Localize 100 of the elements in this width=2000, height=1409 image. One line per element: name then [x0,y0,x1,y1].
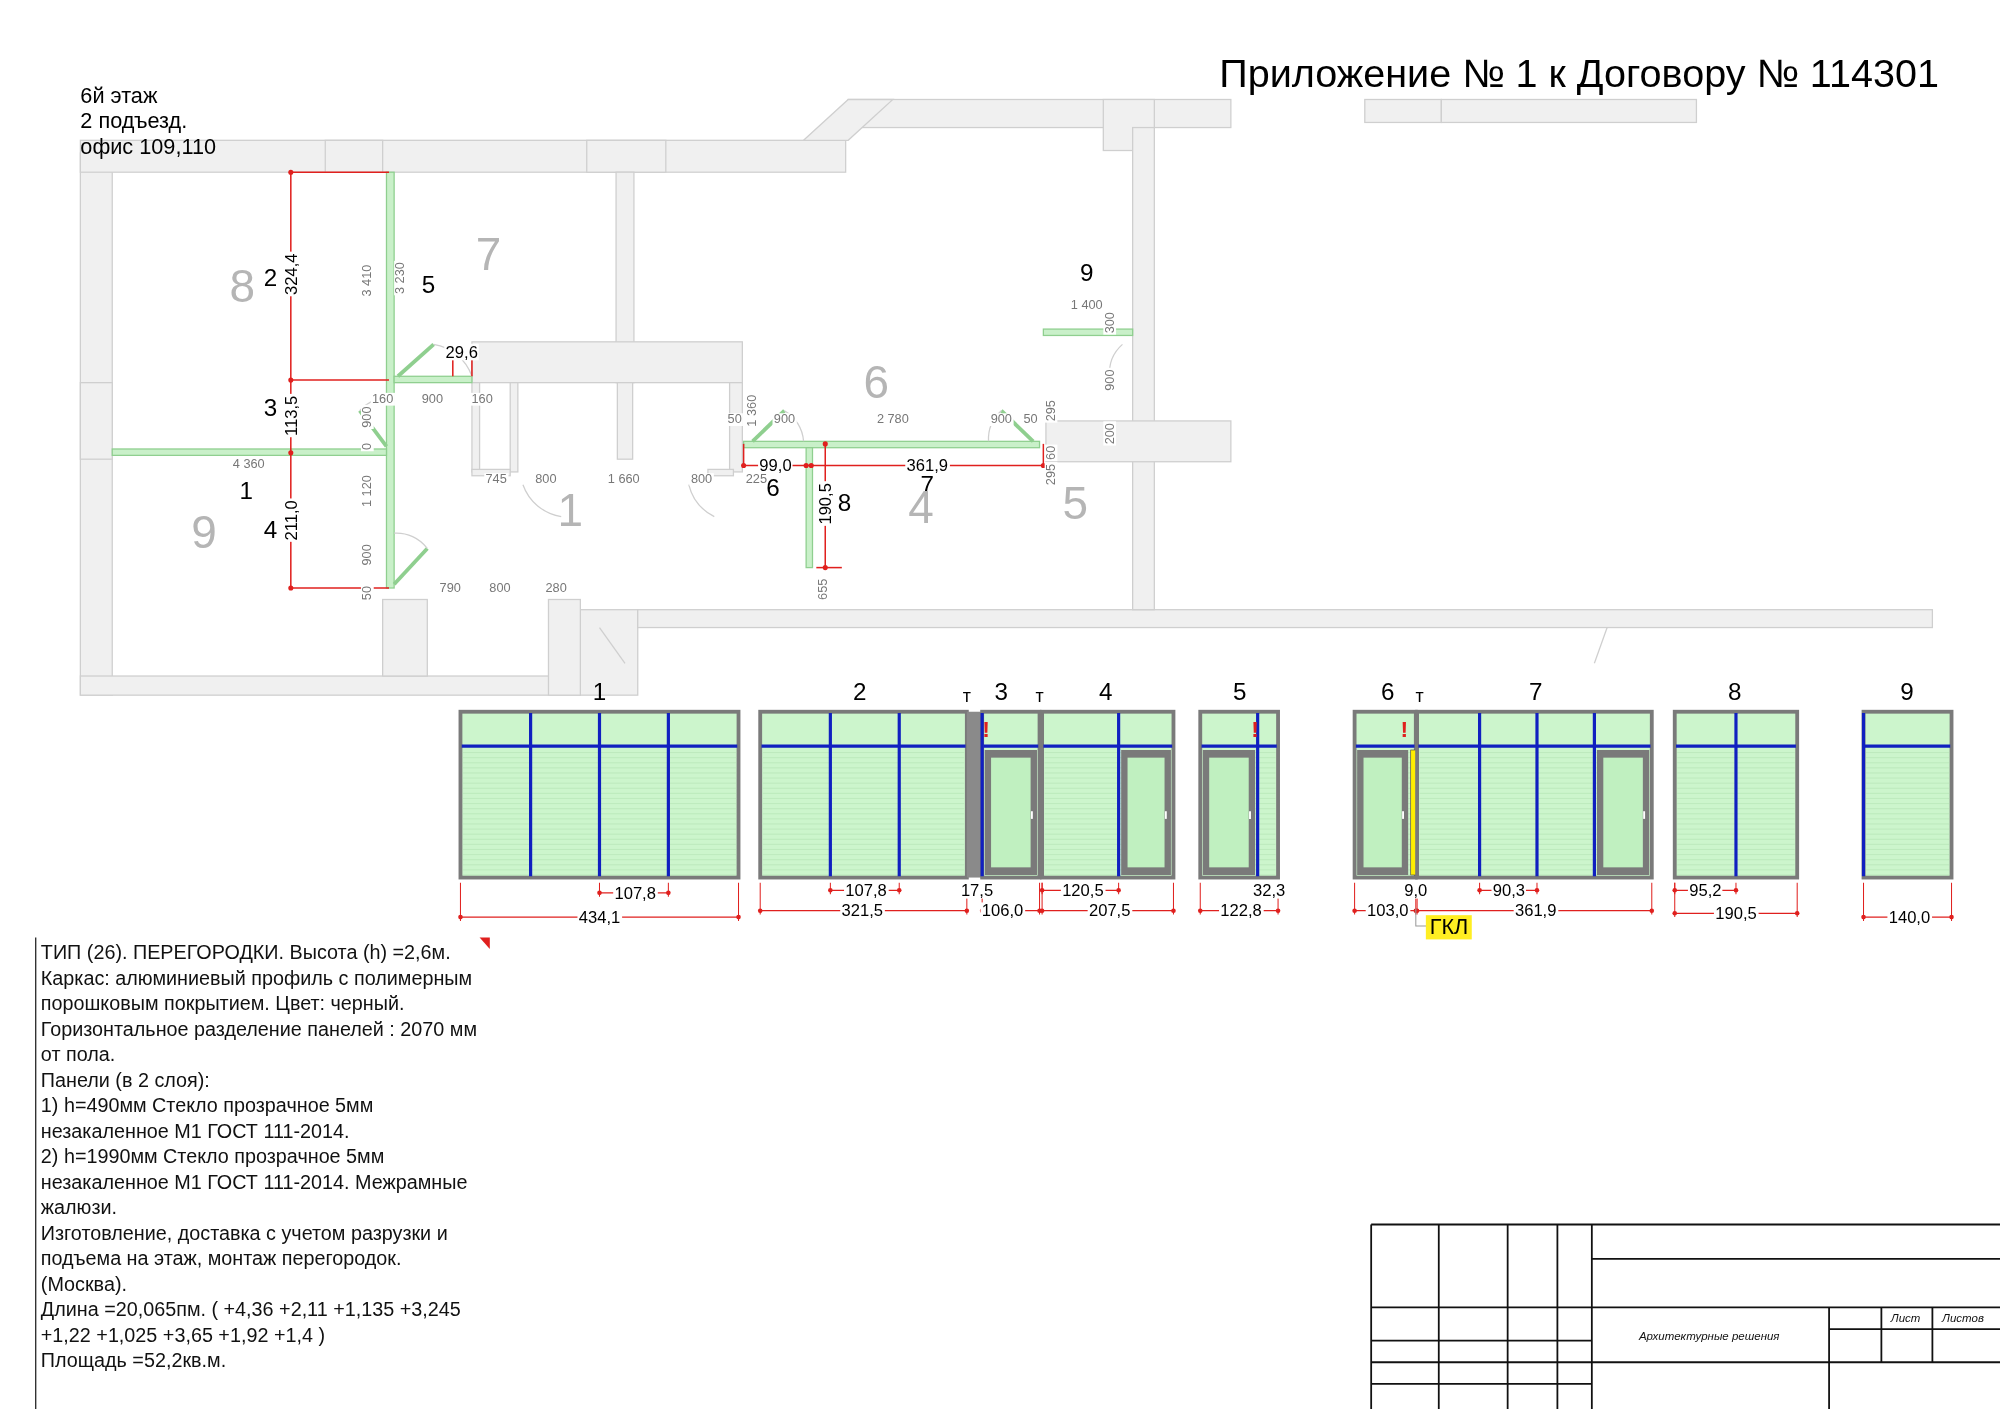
dimension-text: 280 [544,581,569,595]
note-text: 1) h=490мм Стекло прозрачное 5мм незакаленное М1 ГОСТ 111-2014. [40,1093,375,1144]
callout-number: 5 [421,272,436,297]
elevation-number: 1 [592,679,607,704]
dimension-value: 103,0 [1365,902,1410,919]
sheet-title: Приложение № 1 к Договору № 114301 [1219,54,1939,94]
elevation-number: 9 [1900,679,1914,704]
dimension-value: 113,5 [282,394,300,438]
note-text: Каркас: алюминиевый профиль с полимерным порошковым покрытием. Цвет: черный. [40,965,474,1017]
callout-number: 2 [263,265,278,291]
callout-number: 8 [837,490,852,515]
note-text: Площадь =52,2кв.м. [40,1348,228,1374]
dimension-text: 160 [470,392,495,406]
note-text: 2) h=1990мм Стекло прозрачное 5мм незакаленное М1 ГОСТ 111-2014. Межрамные жалюзи. [40,1144,469,1221]
dimension-value: 29,6 [444,343,480,361]
dimension-value: 107,8 [613,884,658,902]
dimension-text: 900 [989,413,1014,426]
post-mark: т [962,686,971,705]
dimension-text: 3 410 [360,263,374,298]
dimension-text: 1 660 [606,473,641,486]
material-tag: ГКЛ [1425,915,1473,940]
dimension-text: 655 [816,577,830,602]
dimension-text: 50 [360,584,374,602]
callout-number: 9 [1080,260,1094,286]
dimension-text: 800 [534,473,558,486]
title-block-text: Архитектурные решения [1638,1331,1780,1343]
title-block-text: Лист [1890,1313,1921,1325]
elevation-number: 3 [994,679,1008,704]
dimension-text: 800 [689,473,714,486]
dimension-value: 324,4 [282,252,300,297]
dimension-text: 300 [1103,310,1117,335]
room-number: 7 [475,232,502,279]
dimension-value: 140,0 [1887,908,1932,926]
dimension-value: 361,9 [1513,902,1558,919]
header-text: 6й этаж [80,84,158,107]
post-mark: т [1035,686,1044,705]
dimension-text: 2 780 [875,413,911,426]
dimension-text: 200 [1103,421,1117,446]
dimension-value: 122,8 [1219,902,1264,919]
room-number: 1 [557,487,583,534]
elevation-number: 7 [1528,679,1543,704]
warning-mark: ! [1251,718,1259,742]
dimension-value: 361,9 [905,457,950,474]
dimension-text: 1 120 [360,473,374,509]
dimension-text: 800 [488,581,512,595]
callout-number: 3 [263,396,278,421]
callout-number: 1 [239,478,253,504]
dimension-value: 207,5 [1087,902,1132,919]
dimension-value: 32,3 [1251,882,1287,899]
header-text: 2 подъезд. [80,110,188,132]
dimension-text: 295 [1044,462,1058,487]
dimension-text: 50 [1022,413,1039,426]
dimension-text: 295 [1044,398,1058,423]
elevation-number: 4 [1099,679,1113,704]
room-number: 9 [191,510,217,557]
dimension-value: 9,0 [1403,882,1429,899]
dimension-text: 0 [360,441,374,452]
title-block-text: Листов [1942,1313,1984,1325]
callout-number: 4 [263,517,278,542]
dimension-text: 900 [360,542,374,567]
note-text: Горизонтальное разделение панелей : 2070 мм от пола. [40,1016,478,1068]
dimension-value: 321,5 [840,902,885,919]
dimension-value: 190,5 [816,481,834,526]
dimension-text: 60 [1044,444,1058,462]
dimension-text: 900 [772,413,797,426]
callout-number: 6 [766,475,780,500]
dimension-value: 99,0 [758,457,793,474]
dimension-text: 900 [1103,368,1117,392]
warning-mark: ! [1400,718,1409,742]
dimension-value: 190,5 [1713,904,1758,922]
elevation-number: 8 [1727,679,1742,704]
room-number: 5 [1062,480,1089,527]
dimension-text: 4 360 [231,457,266,471]
dimension-value: 434,1 [577,908,622,926]
note-text: ТИП (26). ПЕРЕГОРОДКИ. Высота (h) =2,6м. [40,940,452,965]
elevation-number: 2 [852,679,867,704]
dimension-text: 1 360 [746,393,759,428]
note-text: Длина =20,065пм. ( +4,36 +2,11 +1,135 +3,245 +1,22 +1,025 +3,65 +1,92 +1,4 ) [40,1297,462,1348]
elevation-number: 6 [1381,679,1395,704]
post-mark: т [1415,686,1424,705]
dimension-value: 211,0 [282,499,300,542]
dimension-text: 790 [438,581,463,595]
dimension-text: 900 [420,392,445,406]
header-text: офис 109,110 [80,135,216,158]
elevation-number: 5 [1233,679,1247,704]
note-text: Панели (в 2 слоя): [40,1067,211,1093]
dimension-text: 745 [484,473,509,486]
dimension-text: 50 [726,413,744,426]
note-text: Изготовление, доставка с учетом разрузки и подъема на этаж, монтаж перегородок. (Москва). [40,1220,449,1297]
dimension-text: 900 [360,405,374,429]
warning-mark: ! [982,718,990,742]
dimension-text: 3 230 [394,260,407,296]
dimension-value: 106,0 [980,902,1025,919]
dimension-value: 120,5 [1060,882,1105,899]
room-number: 6 [863,359,890,406]
room-number: 8 [229,264,256,310]
dimension-value: 107,8 [844,882,889,899]
dimension-text: 160 [370,392,395,406]
dimension-value: 17,5 [959,882,995,899]
dimension-value: 95,2 [1687,882,1723,899]
